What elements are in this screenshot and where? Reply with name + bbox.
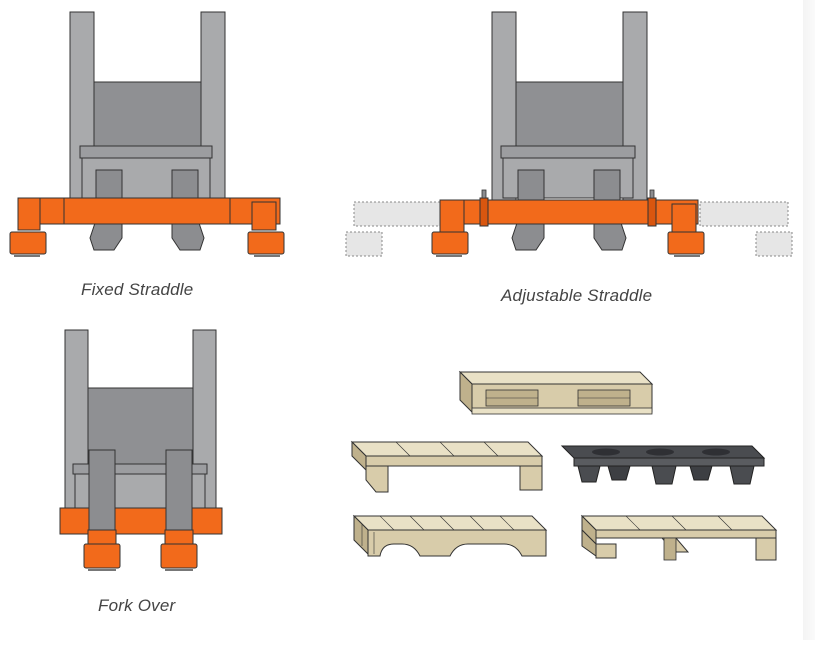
pallet-icon [580, 514, 778, 561]
pallet-icon [352, 514, 548, 557]
adjustable-straddle-caption: Adjustable Straddle [501, 286, 653, 305]
pallet-icon [458, 370, 654, 415]
fixed-straddle-caption: Fixed Straddle [81, 280, 194, 299]
pallet-icon [350, 440, 544, 493]
fork-over-caption: Fork Over [98, 596, 176, 615]
fixed-straddle-icon [9, 11, 285, 257]
fork-over-icon [59, 329, 223, 571]
adjustable-straddle-icon [345, 11, 793, 257]
page-edge-strip [803, 0, 815, 640]
plastic-pallet-icon [560, 445, 766, 485]
